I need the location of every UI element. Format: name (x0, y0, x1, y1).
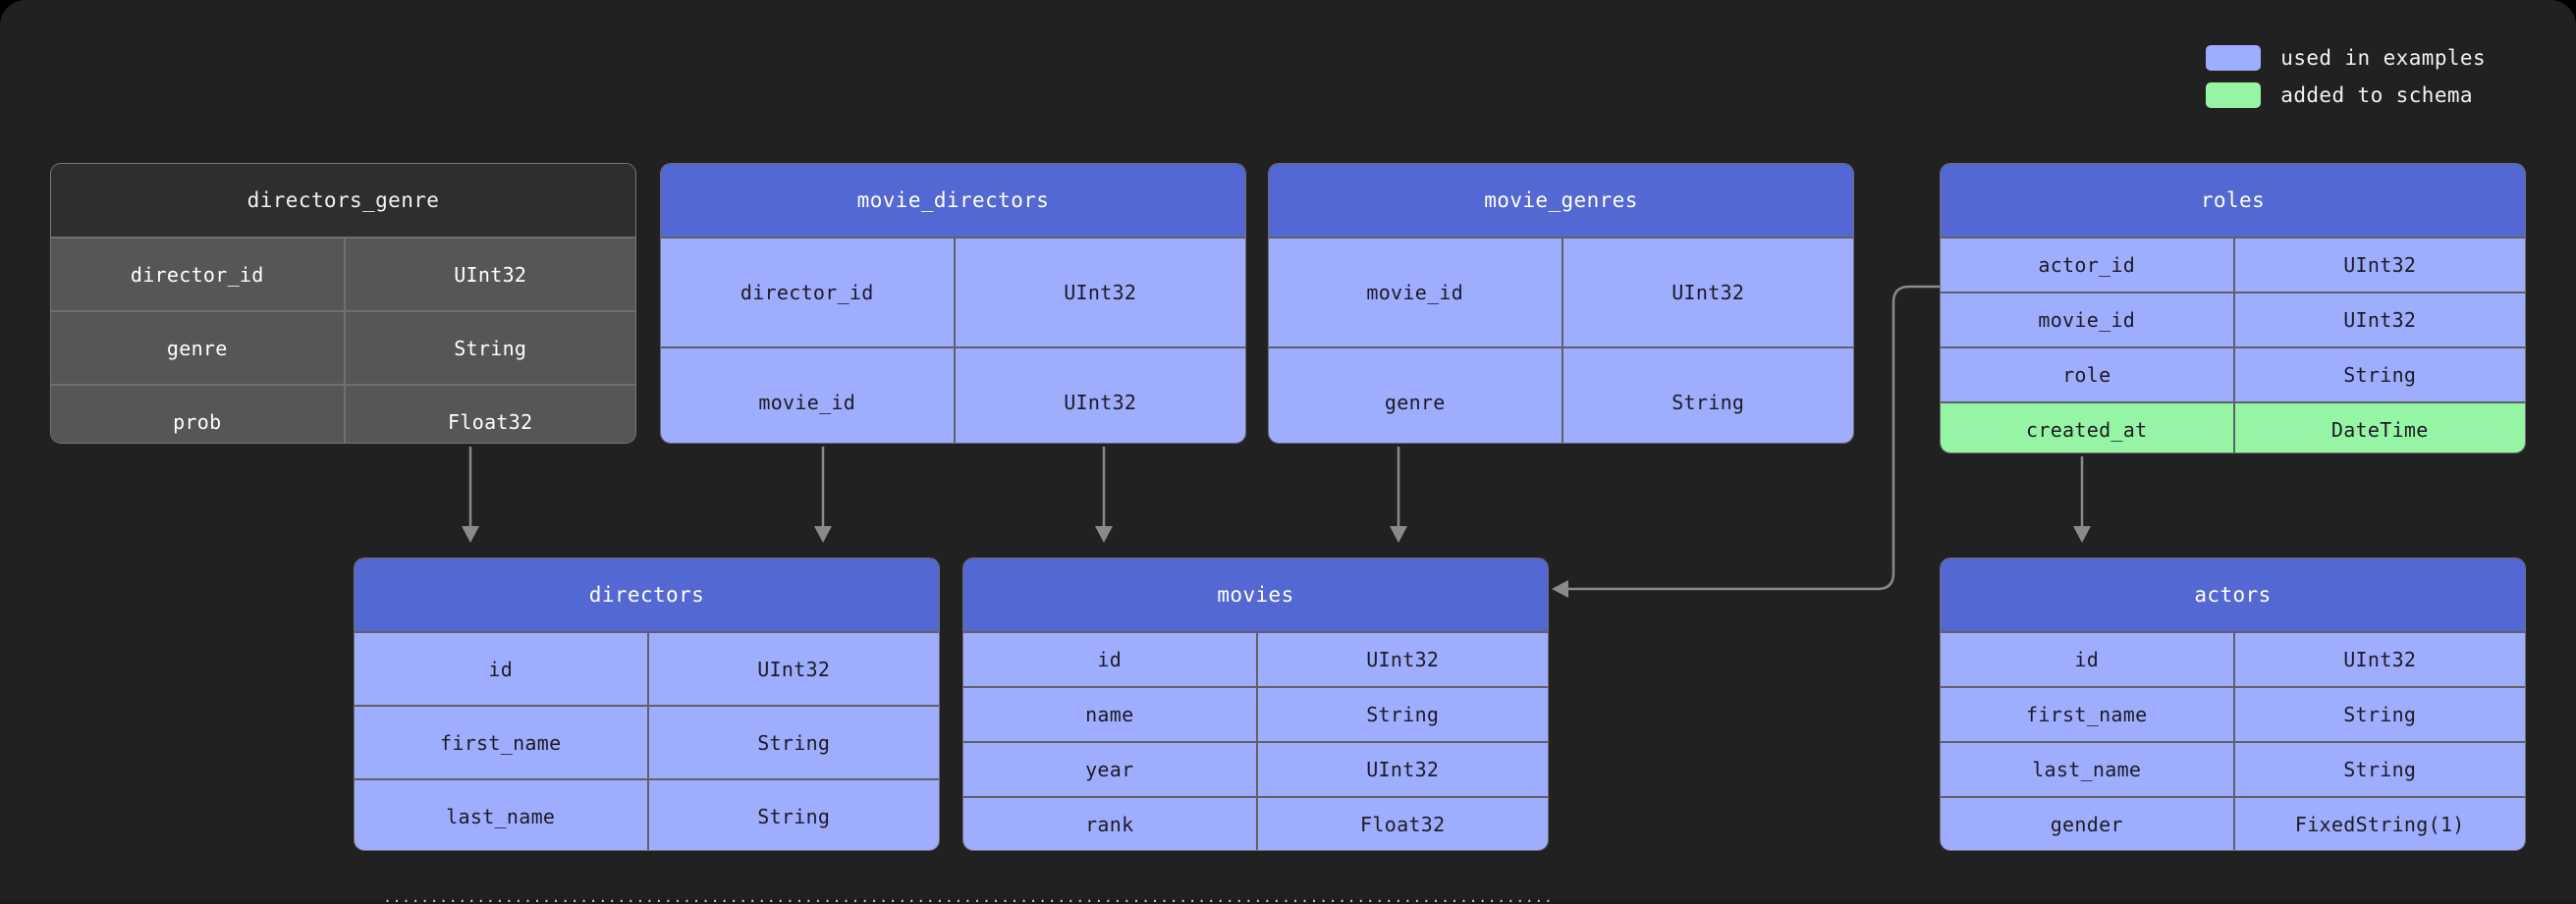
column-row[interactable]: movie_id UInt32 (1269, 237, 1853, 346)
legend: used in examples added to schema (2206, 45, 2486, 108)
table-title-roles: roles (1941, 164, 2525, 237)
column-type: String (646, 780, 940, 850)
column-name: last_name (2032, 758, 2142, 781)
column-type: UInt32 (1561, 239, 1854, 346)
column-name: actor_id (2038, 253, 2136, 277)
column-type: UInt32 (2232, 633, 2526, 686)
column-type: UInt32 (343, 239, 636, 310)
column-name: id (488, 657, 514, 681)
column-row[interactable]: prob Float32 (51, 384, 636, 443)
column-name: first_name (440, 730, 562, 755)
column-row[interactable]: genre String (51, 310, 635, 384)
column-row[interactable]: id UInt32 (355, 631, 939, 705)
column-type: Float32 (1255, 798, 1549, 850)
column-type: UInt32 (1255, 633, 1549, 686)
table-title-movie_genres: movie_genres (1269, 164, 1853, 237)
column-row[interactable]: id UInt32 (963, 631, 1548, 686)
legend-item-added-to-schema: added to schema (2206, 82, 2486, 108)
column-row[interactable]: gender FixedString(1) (1941, 796, 2526, 850)
column-type: UInt32 (646, 633, 940, 705)
legend-label-used-in-examples: used in examples (2280, 46, 2486, 70)
edge-roles-to-actors (2073, 456, 2091, 543)
column-name: genre (1384, 391, 1446, 414)
table-title-movie_directors: movie_directors (661, 164, 1245, 237)
column-row[interactable]: rank Float32 (963, 796, 1549, 850)
column-name: id (2074, 648, 2100, 671)
column-type: String (1255, 688, 1549, 741)
column-type: String (2232, 743, 2526, 796)
column-row[interactable]: name String (963, 686, 1548, 741)
column-name: last_name (446, 804, 556, 828)
column-name: movie_id (2038, 308, 2136, 332)
column-type: Float32 (343, 386, 636, 443)
column-type: DateTime (2232, 403, 2526, 452)
column-type: UInt32 (2232, 239, 2526, 292)
column-type: UInt32 (2232, 293, 2526, 346)
column-row[interactable]: genre String (1269, 346, 1854, 443)
column-row[interactable]: movie_id UInt32 (661, 346, 1246, 443)
column-name: first_name (2026, 703, 2148, 726)
table-movie_genres[interactable]: movie_genres movie_id UInt32 genre String (1268, 163, 1854, 444)
column-row[interactable]: actor_id UInt32 (1941, 237, 2525, 292)
bleed-text: ........................................… (383, 899, 2200, 904)
column-name: prob (173, 409, 222, 434)
column-name: genre (166, 336, 228, 360)
underlying-page-sliver: ........................................… (0, 899, 2576, 904)
column-row[interactable]: first_name String (355, 705, 939, 778)
column-row[interactable]: director_id UInt32 (51, 237, 635, 310)
table-directors_genre[interactable]: directors_genre director_id UInt32 genre Str… (50, 163, 636, 444)
column-row[interactable]: role String (1941, 346, 2525, 401)
table-title-directors: directors (355, 558, 939, 631)
table-title-actors: actors (1941, 558, 2525, 631)
column-type: String (1561, 348, 1854, 443)
column-type: UInt32 (1255, 743, 1549, 796)
column-name: gender (2050, 813, 2123, 836)
legend-label-added-to-schema: added to schema (2280, 83, 2473, 107)
column-row[interactable]: first_name String (1941, 686, 2525, 741)
column-row[interactable]: year UInt32 (963, 741, 1548, 796)
column-name: movie_id (758, 391, 856, 414)
legend-swatch-blue (2206, 45, 2262, 71)
column-type: String (2232, 348, 2526, 401)
column-type: String (343, 312, 636, 384)
table-title-movies: movies (963, 558, 1548, 631)
column-row[interactable]: id UInt32 (1941, 631, 2525, 686)
column-row[interactable]: last_name String (355, 778, 940, 850)
edge-directors-genre-to-directors (462, 447, 479, 543)
edge-movie-genres-to-movies (1390, 447, 1407, 543)
column-name: rank (1085, 813, 1134, 836)
column-name: id (1097, 648, 1123, 671)
column-type: String (2232, 688, 2526, 741)
column-row[interactable]: director_id UInt32 (661, 237, 1245, 346)
column-name: director_id (130, 262, 264, 287)
column-type: String (646, 707, 940, 778)
table-title-directors_genre: directors_genre (51, 164, 635, 237)
column-row[interactable]: last_name String (1941, 741, 2525, 796)
column-name: director_id (740, 281, 874, 304)
column-type: UInt32 (953, 348, 1246, 443)
column-name: year (1085, 758, 1134, 781)
column-type: UInt32 (953, 239, 1246, 346)
legend-item-used-in-examples: used in examples (2206, 45, 2486, 71)
column-row[interactable]: movie_id UInt32 (1941, 292, 2525, 346)
legend-swatch-green (2206, 82, 2262, 108)
column-row[interactable]: created_at DateTime (1941, 401, 2526, 452)
column-name: created_at (2026, 418, 2148, 442)
column-name: movie_id (1366, 281, 1464, 304)
column-name: name (1085, 703, 1134, 726)
column-name: role (2062, 363, 2111, 387)
edge-movie-directors-to-directors (814, 447, 832, 543)
edge-movie-directors-to-movies (1095, 447, 1113, 543)
column-type: FixedString(1) (2232, 798, 2526, 850)
